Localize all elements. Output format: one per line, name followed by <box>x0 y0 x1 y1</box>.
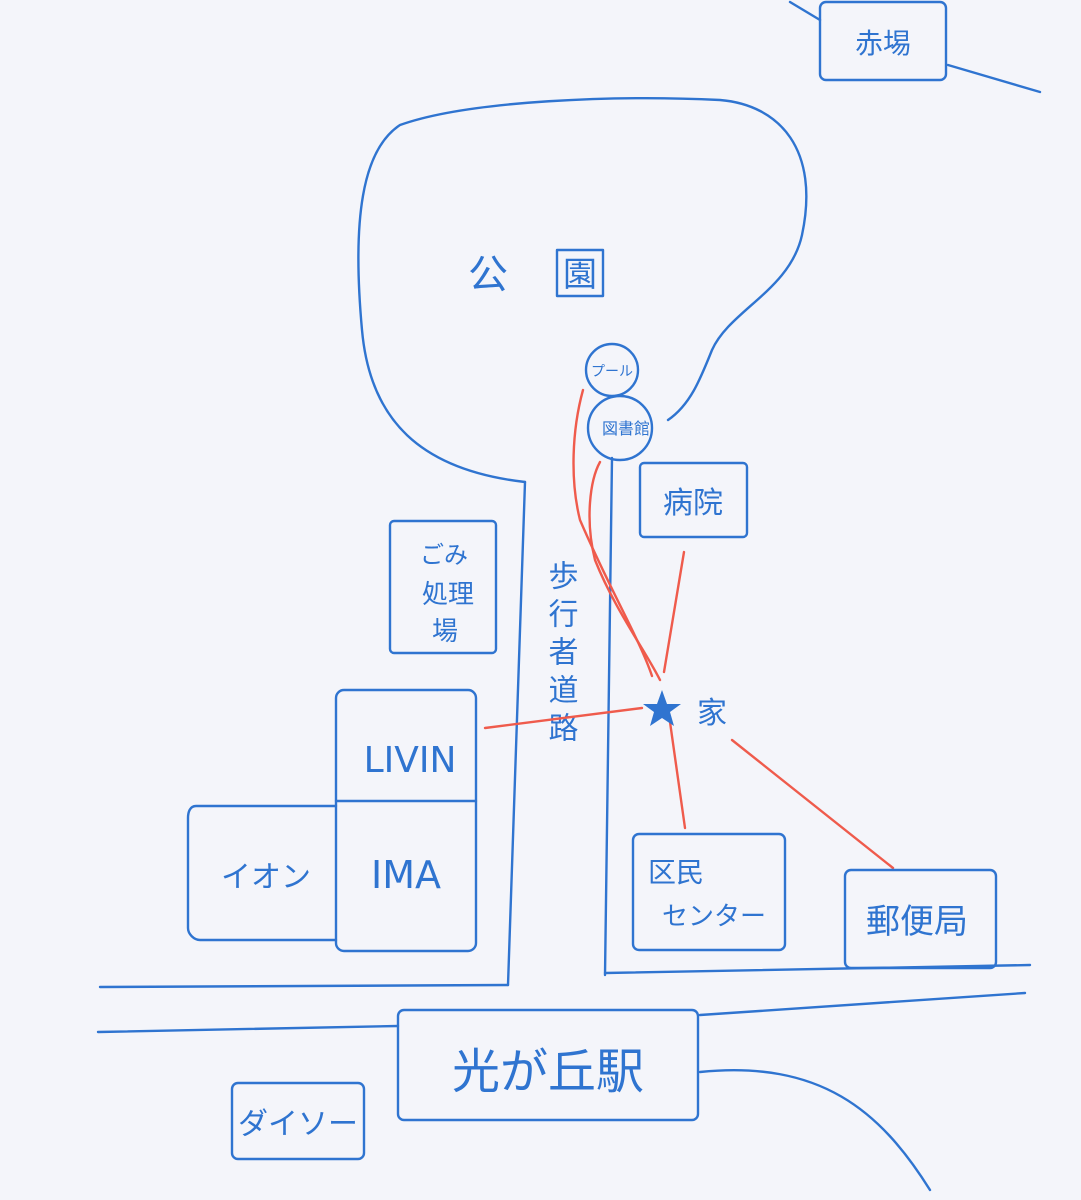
home: 家 <box>643 690 727 731</box>
post-office: 郵便局 <box>843 868 998 970</box>
daiso-box <box>230 1081 366 1161</box>
pedestrian-road-right-edge <box>603 456 614 977</box>
main-road-lower-right <box>698 991 1027 1017</box>
route-to-hospital <box>662 550 686 674</box>
aeon-label: イオン <box>221 860 311 895</box>
park-label-box <box>555 248 605 298</box>
main-road-lower-left <box>96 1024 400 1034</box>
livin-ima-box <box>334 688 478 953</box>
park-area: 公 園 <box>357 97 808 484</box>
routes <box>483 388 895 870</box>
ward-center-label-line1: 区民 <box>648 856 704 889</box>
library: 図書館 <box>586 394 654 462</box>
park-label-right: 園 <box>563 255 597 295</box>
library-label: 図書館 <box>602 419 650 438</box>
aeon-building: イオン <box>186 804 338 942</box>
hospital-label: 病院 <box>663 486 723 521</box>
route-to-post-office <box>730 738 895 870</box>
home-label: 家 <box>697 696 727 731</box>
main-road <box>96 963 1032 1034</box>
library-circle <box>586 394 654 462</box>
star-icon <box>643 690 681 726</box>
livin-ima-building: LIVIN IMA <box>334 688 478 953</box>
ward-center-box <box>631 832 787 952</box>
hospital-box <box>638 461 749 539</box>
pool-label: プール <box>591 364 633 380</box>
station-box <box>396 1008 700 1122</box>
akabane-rail-line <box>788 0 1042 94</box>
hospital: 病院 <box>638 461 749 539</box>
garbage-facility-box <box>388 519 498 655</box>
park-outline <box>357 97 808 484</box>
daiso-label: ダイソー <box>238 1107 358 1142</box>
main-road-upper-left <box>98 983 510 989</box>
pedestrian-road-label: 歩行者道路 <box>543 560 579 750</box>
ward-center-label-line2: センター <box>662 902 766 932</box>
garbage-facility: ごみ 処理 場 <box>388 519 498 655</box>
ima-label: IMA <box>371 853 441 897</box>
pedestrian-road-left-edge <box>506 480 527 987</box>
post-office-label: 郵便局 <box>866 902 968 942</box>
station-label: 光が丘駅 <box>452 1044 644 1100</box>
park-label-left: 公 <box>468 252 508 298</box>
daiso: ダイソー <box>230 1081 366 1161</box>
main-road-upper-right <box>603 963 1032 975</box>
akabane-box <box>818 0 948 82</box>
route-to-ward-center <box>668 720 687 830</box>
route-to-livin <box>483 706 644 730</box>
livin-label: LIVIN <box>364 740 457 781</box>
garbage-label-line2: 処理 <box>422 580 474 610</box>
station-rail-line <box>698 1069 932 1192</box>
garbage-label-line1: ごみ <box>420 541 468 569</box>
garbage-label-line3: 場 <box>432 617 458 647</box>
akabane-label: 赤埸 <box>855 27 911 60</box>
aeon-box <box>186 804 338 942</box>
ward-center: 区民 センター <box>631 832 787 952</box>
route-to-library <box>588 460 662 682</box>
station: 光が丘駅 <box>396 1008 932 1192</box>
akabane-area: 赤埸 <box>788 0 1042 94</box>
